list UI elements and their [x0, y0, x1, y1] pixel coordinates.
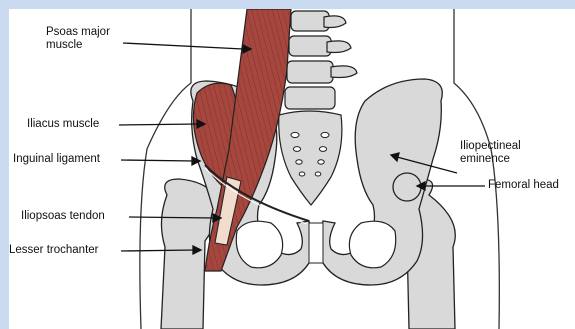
label-iliopsoas-tendon: Iliopsoas tendon — [21, 210, 105, 223]
anatomy-canvas: Psoas major muscle Iliacus muscle Inguin… — [9, 9, 575, 329]
label-inguinal-ligament: Inguinal ligament — [13, 153, 100, 166]
label-psoas-major-muscle: Psoas major muscle — [46, 26, 110, 52]
lumbar-vertebrae — [285, 11, 357, 109]
right-femoral-head — [393, 173, 421, 201]
body-outline-right — [454, 9, 499, 329]
pelvis-illustration — [9, 9, 575, 329]
label-lesser-trochanter: Lesser trochanter — [9, 244, 99, 257]
right-obturator-foramen — [349, 221, 395, 268]
label-iliopectineal-eminence: Iliopectineal eminence — [460, 140, 521, 166]
label-iliacus-muscle: Iliacus muscle — [27, 118, 99, 131]
sacrum — [279, 111, 342, 205]
pubic-symphysis — [309, 223, 323, 263]
left-obturator-foramen — [236, 221, 282, 268]
label-femoral-head: Femoral head — [488, 179, 559, 192]
